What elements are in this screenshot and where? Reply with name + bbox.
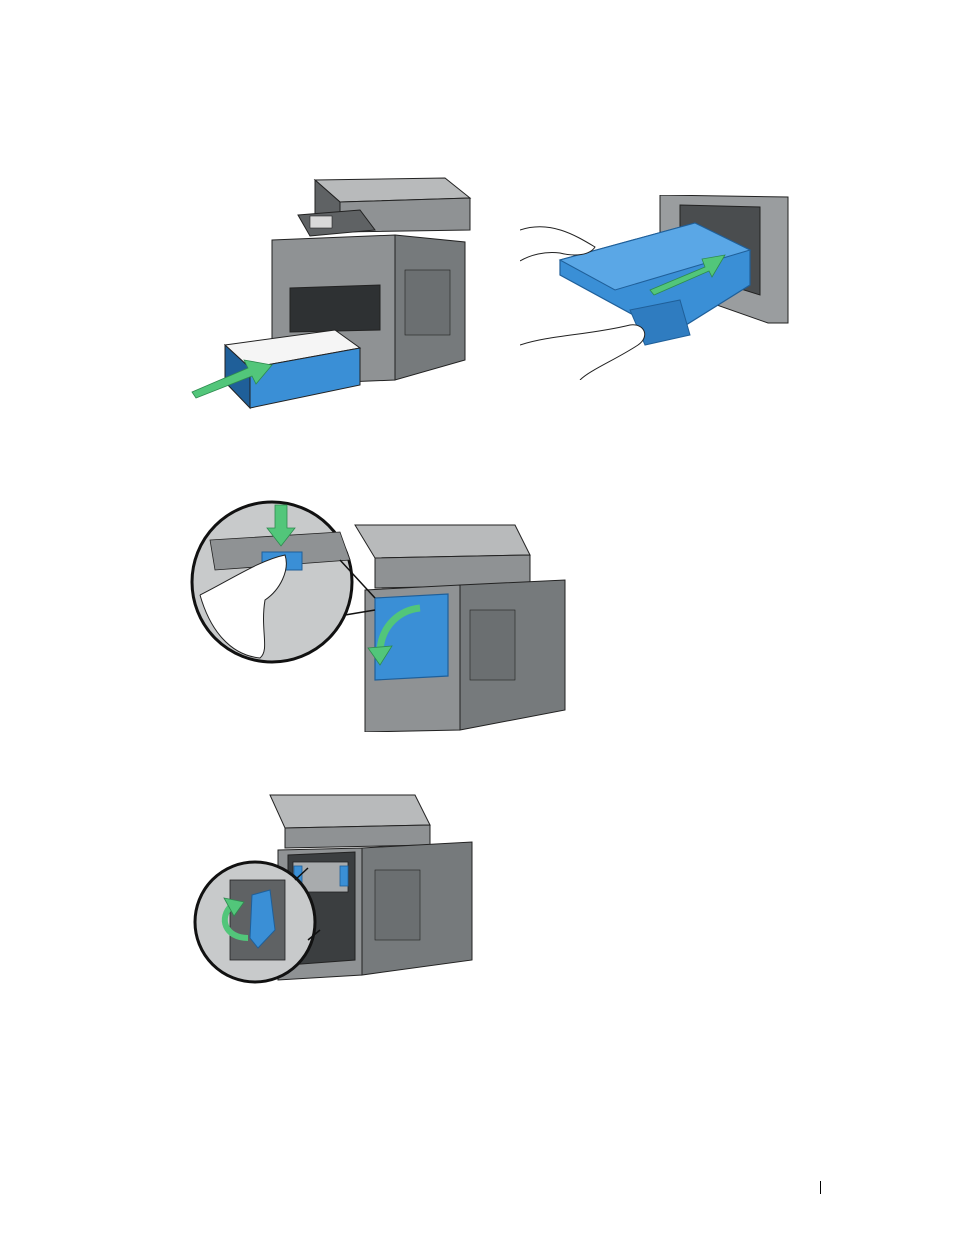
tray-insert-illustration [190, 170, 480, 410]
fuser-lever-icon [190, 770, 480, 990]
duplexer-insert-illustration [520, 195, 790, 380]
page-number-rule [820, 1181, 821, 1194]
printer-tray-icon [190, 170, 480, 410]
duplexer-icon [520, 195, 790, 380]
fuser-levers-illustration [190, 770, 480, 990]
rear-cover-icon [190, 500, 575, 732]
rear-cover-illustration [190, 500, 575, 732]
